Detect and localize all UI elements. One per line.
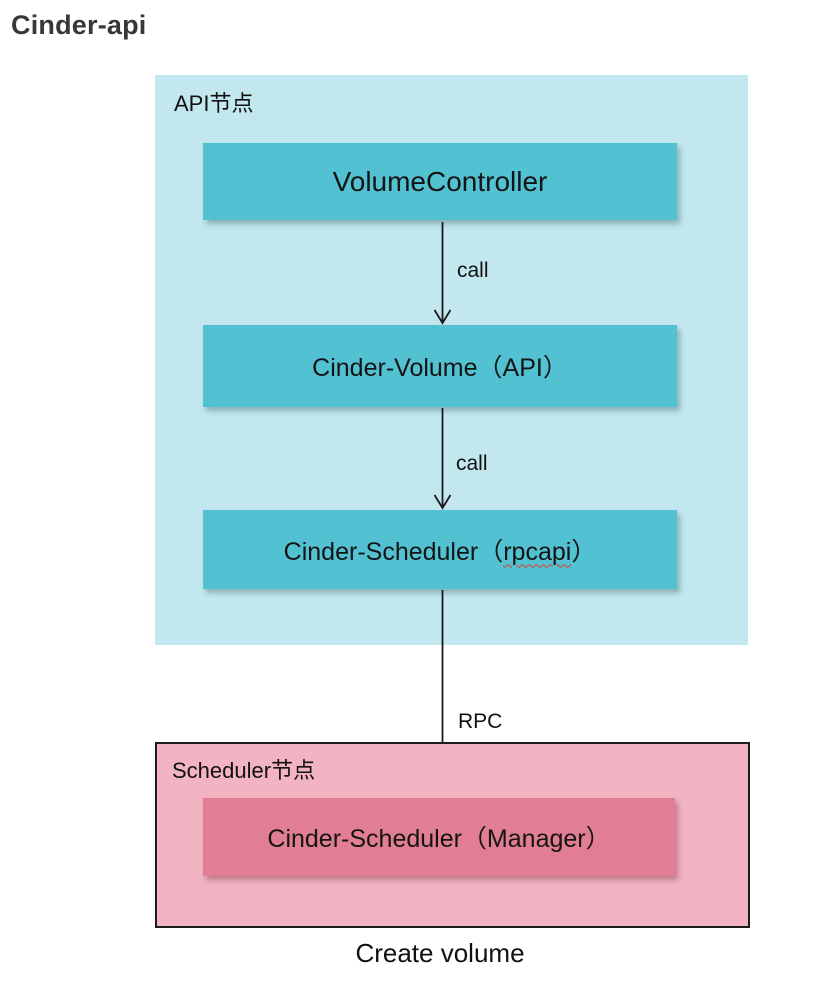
scheduler-node-label: Scheduler节点 bbox=[172, 758, 316, 783]
volume-controller-label: VolumeController bbox=[332, 165, 548, 197]
volume-controller-box: VolumeController bbox=[203, 143, 677, 220]
arrow-label-call-1: call bbox=[457, 259, 489, 282]
cinder-volume-api-box: Cinder-Volume（API） bbox=[203, 325, 677, 407]
cinder-volume-api-label: Cinder-Volume（API） bbox=[312, 354, 568, 382]
arrow-label-rpc: RPC bbox=[458, 710, 503, 733]
cinder-scheduler-rpcapi-box: Cinder-Scheduler（rpcapi） bbox=[203, 510, 677, 589]
cinder-scheduler-manager-box: Cinder-Scheduler（Manager） bbox=[203, 798, 675, 876]
cinder-scheduler-rpcapi-label: Cinder-Scheduler（rpcapi） bbox=[283, 537, 597, 566]
arrow-label-call-2: call bbox=[456, 452, 488, 475]
cinder-scheduler-manager-label: Cinder-Scheduler（Manager） bbox=[267, 825, 611, 853]
spellcheck-underlined-word: rpcapi bbox=[503, 537, 572, 566]
api-node-label: API节点 bbox=[174, 91, 254, 116]
scheduler-node-group: Scheduler节点 Cinder-Scheduler（Manager） bbox=[155, 742, 750, 928]
api-node-group: API节点 VolumeController Cinder-Volume（API… bbox=[155, 75, 748, 645]
diagram-caption: Create volume bbox=[355, 938, 525, 968]
page-title: Cinder-api bbox=[11, 10, 147, 40]
